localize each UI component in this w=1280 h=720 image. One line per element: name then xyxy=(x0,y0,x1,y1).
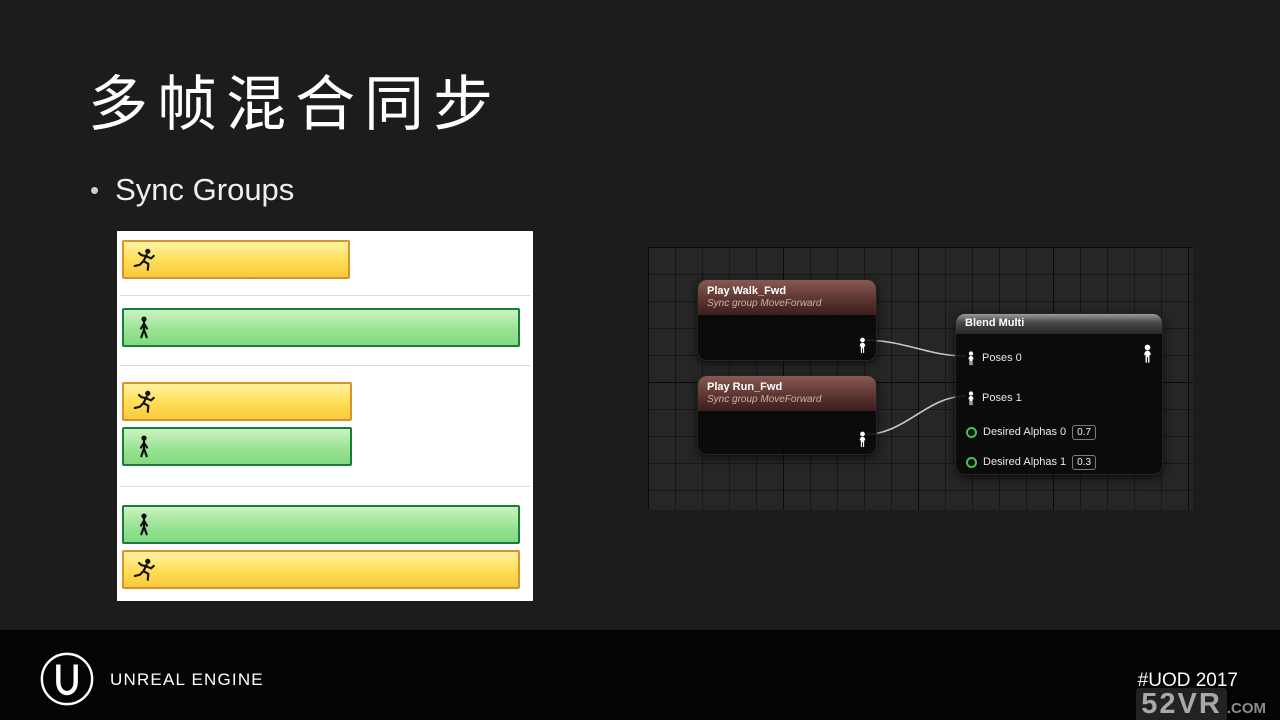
bullet-text: Sync Groups xyxy=(115,172,295,207)
pose-output-pin-icon xyxy=(857,431,868,448)
slide-title: 多帧混合同步 xyxy=(88,70,502,140)
watermark-main: 52VR xyxy=(1136,688,1227,720)
watermark: 52VR .COM xyxy=(1136,688,1266,720)
alpha-value-box: 0.7 xyxy=(1072,424,1097,440)
watermark-suffix: .COM xyxy=(1226,700,1266,717)
brand-text: UNREAL ENGINE xyxy=(110,670,264,689)
node-sync-group-subtitle: Sync group MoveForward xyxy=(707,298,822,309)
node-play-run-fwd: Play Run_Fwd Sync group MoveForward xyxy=(697,375,877,455)
pin-row-poses-0: Poses 0 xyxy=(966,349,1022,367)
walk-icon xyxy=(139,435,149,457)
event-hashtag: #UOD 2017 xyxy=(1137,670,1238,691)
pin-label: Desired Alphas 0 xyxy=(983,426,1067,438)
unreal-engine-logo-icon xyxy=(38,650,96,708)
pin-row-desired-alphas-0: Desired Alphas 0 0.7 xyxy=(966,423,1097,441)
pose-output-pin-icon xyxy=(857,337,868,354)
node-sync-group-subtitle: Sync group MoveForward xyxy=(707,394,822,405)
pose-input-pin-icon xyxy=(966,390,976,406)
node-header: Play Walk_Fwd Sync group MoveForward xyxy=(698,280,876,315)
pose-output-pin-icon xyxy=(1141,344,1154,364)
sync-groups-timeline-panel xyxy=(117,231,533,601)
run-icon xyxy=(133,248,155,271)
node-title: Blend Multi xyxy=(965,317,1025,329)
pose-input-pin-icon xyxy=(966,350,976,366)
anim-graph-panel: Play Walk_Fwd Sync group MoveForward Pla… xyxy=(648,247,1193,510)
node-play-walk-fwd: Play Walk_Fwd Sync group MoveForward xyxy=(697,279,877,361)
pin-label: Poses 1 xyxy=(982,392,1022,404)
node-title: Play Run_Fwd xyxy=(707,381,783,393)
alpha-input-pin-icon xyxy=(966,426,977,438)
walk-icon xyxy=(139,513,149,535)
alpha-input-pin-icon xyxy=(966,456,977,468)
pin-row-poses-1: Poses 1 xyxy=(966,389,1022,407)
alpha-value-box: 0.3 xyxy=(1072,454,1097,470)
timeline-bar-walk-2 xyxy=(122,427,352,466)
node-blend-multi: Blend Multi Poses 0 Po xyxy=(955,313,1163,475)
bullet-item-sync-groups: • Sync Groups xyxy=(90,172,294,208)
timeline-bar-walk-3 xyxy=(122,505,520,544)
node-header: Play Run_Fwd Sync group MoveForward xyxy=(698,376,876,411)
timeline-bar-run-2 xyxy=(122,382,352,421)
run-icon xyxy=(133,390,155,413)
pin-label: Poses 0 xyxy=(982,352,1022,364)
timeline-divider xyxy=(120,365,530,366)
pin-label: Desired Alphas 1 xyxy=(983,456,1067,468)
pin-row-desired-alphas-1: Desired Alphas 1 0.3 xyxy=(966,453,1097,471)
footer-bar: UNREAL ENGINE #UOD 2017 52VR .COM xyxy=(0,630,1280,720)
timeline-bar-run-1 xyxy=(122,240,350,279)
node-header: Blend Multi xyxy=(956,314,1162,334)
run-icon xyxy=(133,558,155,581)
walk-icon xyxy=(139,316,149,338)
bullet-glyph: • xyxy=(90,174,100,205)
timeline-bar-walk-1 xyxy=(122,308,520,347)
node-title: Play Walk_Fwd xyxy=(707,285,787,297)
timeline-bar-run-3 xyxy=(122,550,520,589)
timeline-divider xyxy=(120,486,530,487)
timeline-divider xyxy=(120,295,530,296)
